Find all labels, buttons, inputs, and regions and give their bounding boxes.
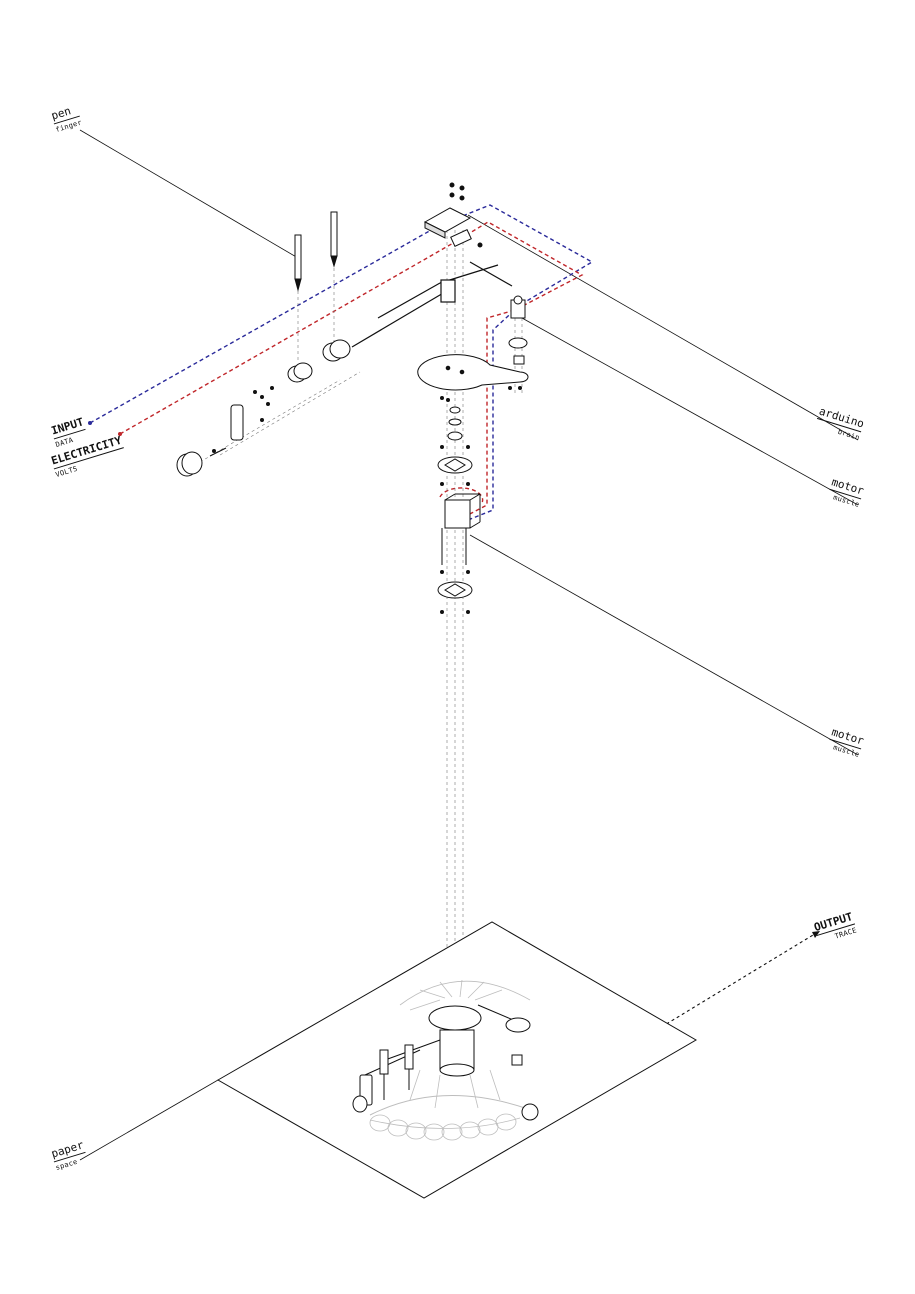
arm-rods (351, 261, 513, 348)
servo-part (508, 295, 528, 365)
assembled-machine (352, 1004, 539, 1121)
motion-trace (369, 979, 531, 1141)
leader-motor-top (521, 317, 859, 506)
leader-pen (79, 129, 299, 259)
pen-right (330, 211, 338, 257)
data-path (88, 204, 594, 521)
arduino-part (423, 182, 483, 248)
motor-part (437, 406, 481, 599)
pen-part (294, 211, 338, 292)
assembly-guides (199, 230, 523, 1010)
leader-paper (79, 1079, 219, 1161)
turntable-plate (417, 354, 529, 391)
leader-lines (79, 129, 859, 1161)
leader-motor-low (469, 534, 859, 756)
leader-arduino (467, 214, 859, 441)
fasteners (212, 386, 522, 614)
spools (176, 339, 351, 477)
pen-left (294, 234, 302, 280)
